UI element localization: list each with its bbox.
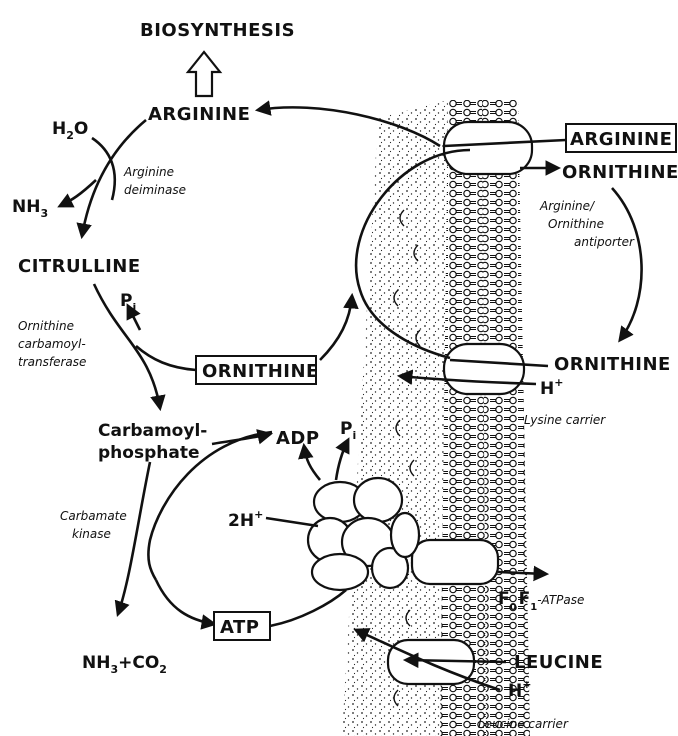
label-carbamate-2: kinase	[72, 527, 111, 541]
label-arginine-box: ARGININE	[570, 129, 672, 150]
lysine-carrier-protein	[444, 344, 524, 394]
label-ornithine-right: ORNITHINE	[554, 354, 671, 375]
label-arginine: ARGININE	[148, 104, 250, 125]
arginine-ornithine-antiporter	[444, 122, 532, 174]
label-arginine-deiminase-1: Arginine	[123, 165, 174, 179]
label-lysine-carrier: Lysine carrier	[524, 413, 606, 427]
label-carbamate-1: Carbamate	[60, 509, 127, 523]
atp-to-atpase-line	[270, 590, 346, 626]
label-leucine: LEUCINE	[514, 652, 603, 673]
label-h2o: H2O	[52, 119, 88, 142]
ornithine-to-export-arrow	[320, 296, 352, 360]
f0-subunit	[412, 540, 498, 584]
label-carbamoyl-2: phosphate	[98, 443, 199, 463]
label-pi: Pi	[120, 291, 136, 314]
label-leucine-carrier: Leucine carrier	[478, 717, 569, 731]
label-pi-atpase: Pi	[340, 419, 356, 442]
label-2h: 2H+	[228, 508, 263, 531]
label-h-lysine: H+	[540, 376, 563, 399]
label-antiporter-3: antiporter	[574, 235, 635, 249]
label-antiporter-1: Arginine/	[539, 199, 596, 213]
ornithine-return-arrow	[612, 188, 642, 340]
label-arginine-deiminase-2: deiminase	[124, 183, 186, 197]
adp-release-arrow	[304, 446, 320, 480]
label-adp: ADP	[276, 428, 320, 449]
f1-atpase-head	[308, 478, 419, 590]
label-ornithine-top: ORNITHINE	[562, 162, 678, 183]
label-biosynthesis: BIOSYNTHESIS	[140, 20, 295, 41]
label-otc-1: Ornithine	[18, 319, 74, 333]
pi-release-arrow	[336, 440, 348, 480]
label-atp-box: ATP	[220, 617, 260, 638]
label-citrulline: CITRULLINE	[18, 256, 141, 277]
label-antiporter-2: Ornithine	[548, 217, 604, 231]
label-otc-2: carbamoyl-	[18, 337, 86, 351]
biosynthesis-arrow	[188, 52, 220, 96]
to-adp-arrow	[212, 434, 270, 444]
label-nh3-co2: NH3+CO2	[82, 653, 167, 676]
bilayer-outer-leaflet	[482, 100, 530, 736]
label-nh3: NH3	[12, 197, 48, 220]
label-otc-3: transferase	[18, 355, 86, 369]
label-ornithine-box: ORNITHINE	[202, 361, 319, 382]
to-atp-arrow	[156, 580, 214, 624]
label-carbamoyl-1: Carbamoyl-	[98, 421, 207, 441]
carbamoyl-to-nh3co2-arrow	[118, 462, 150, 614]
2h-line	[266, 518, 318, 526]
